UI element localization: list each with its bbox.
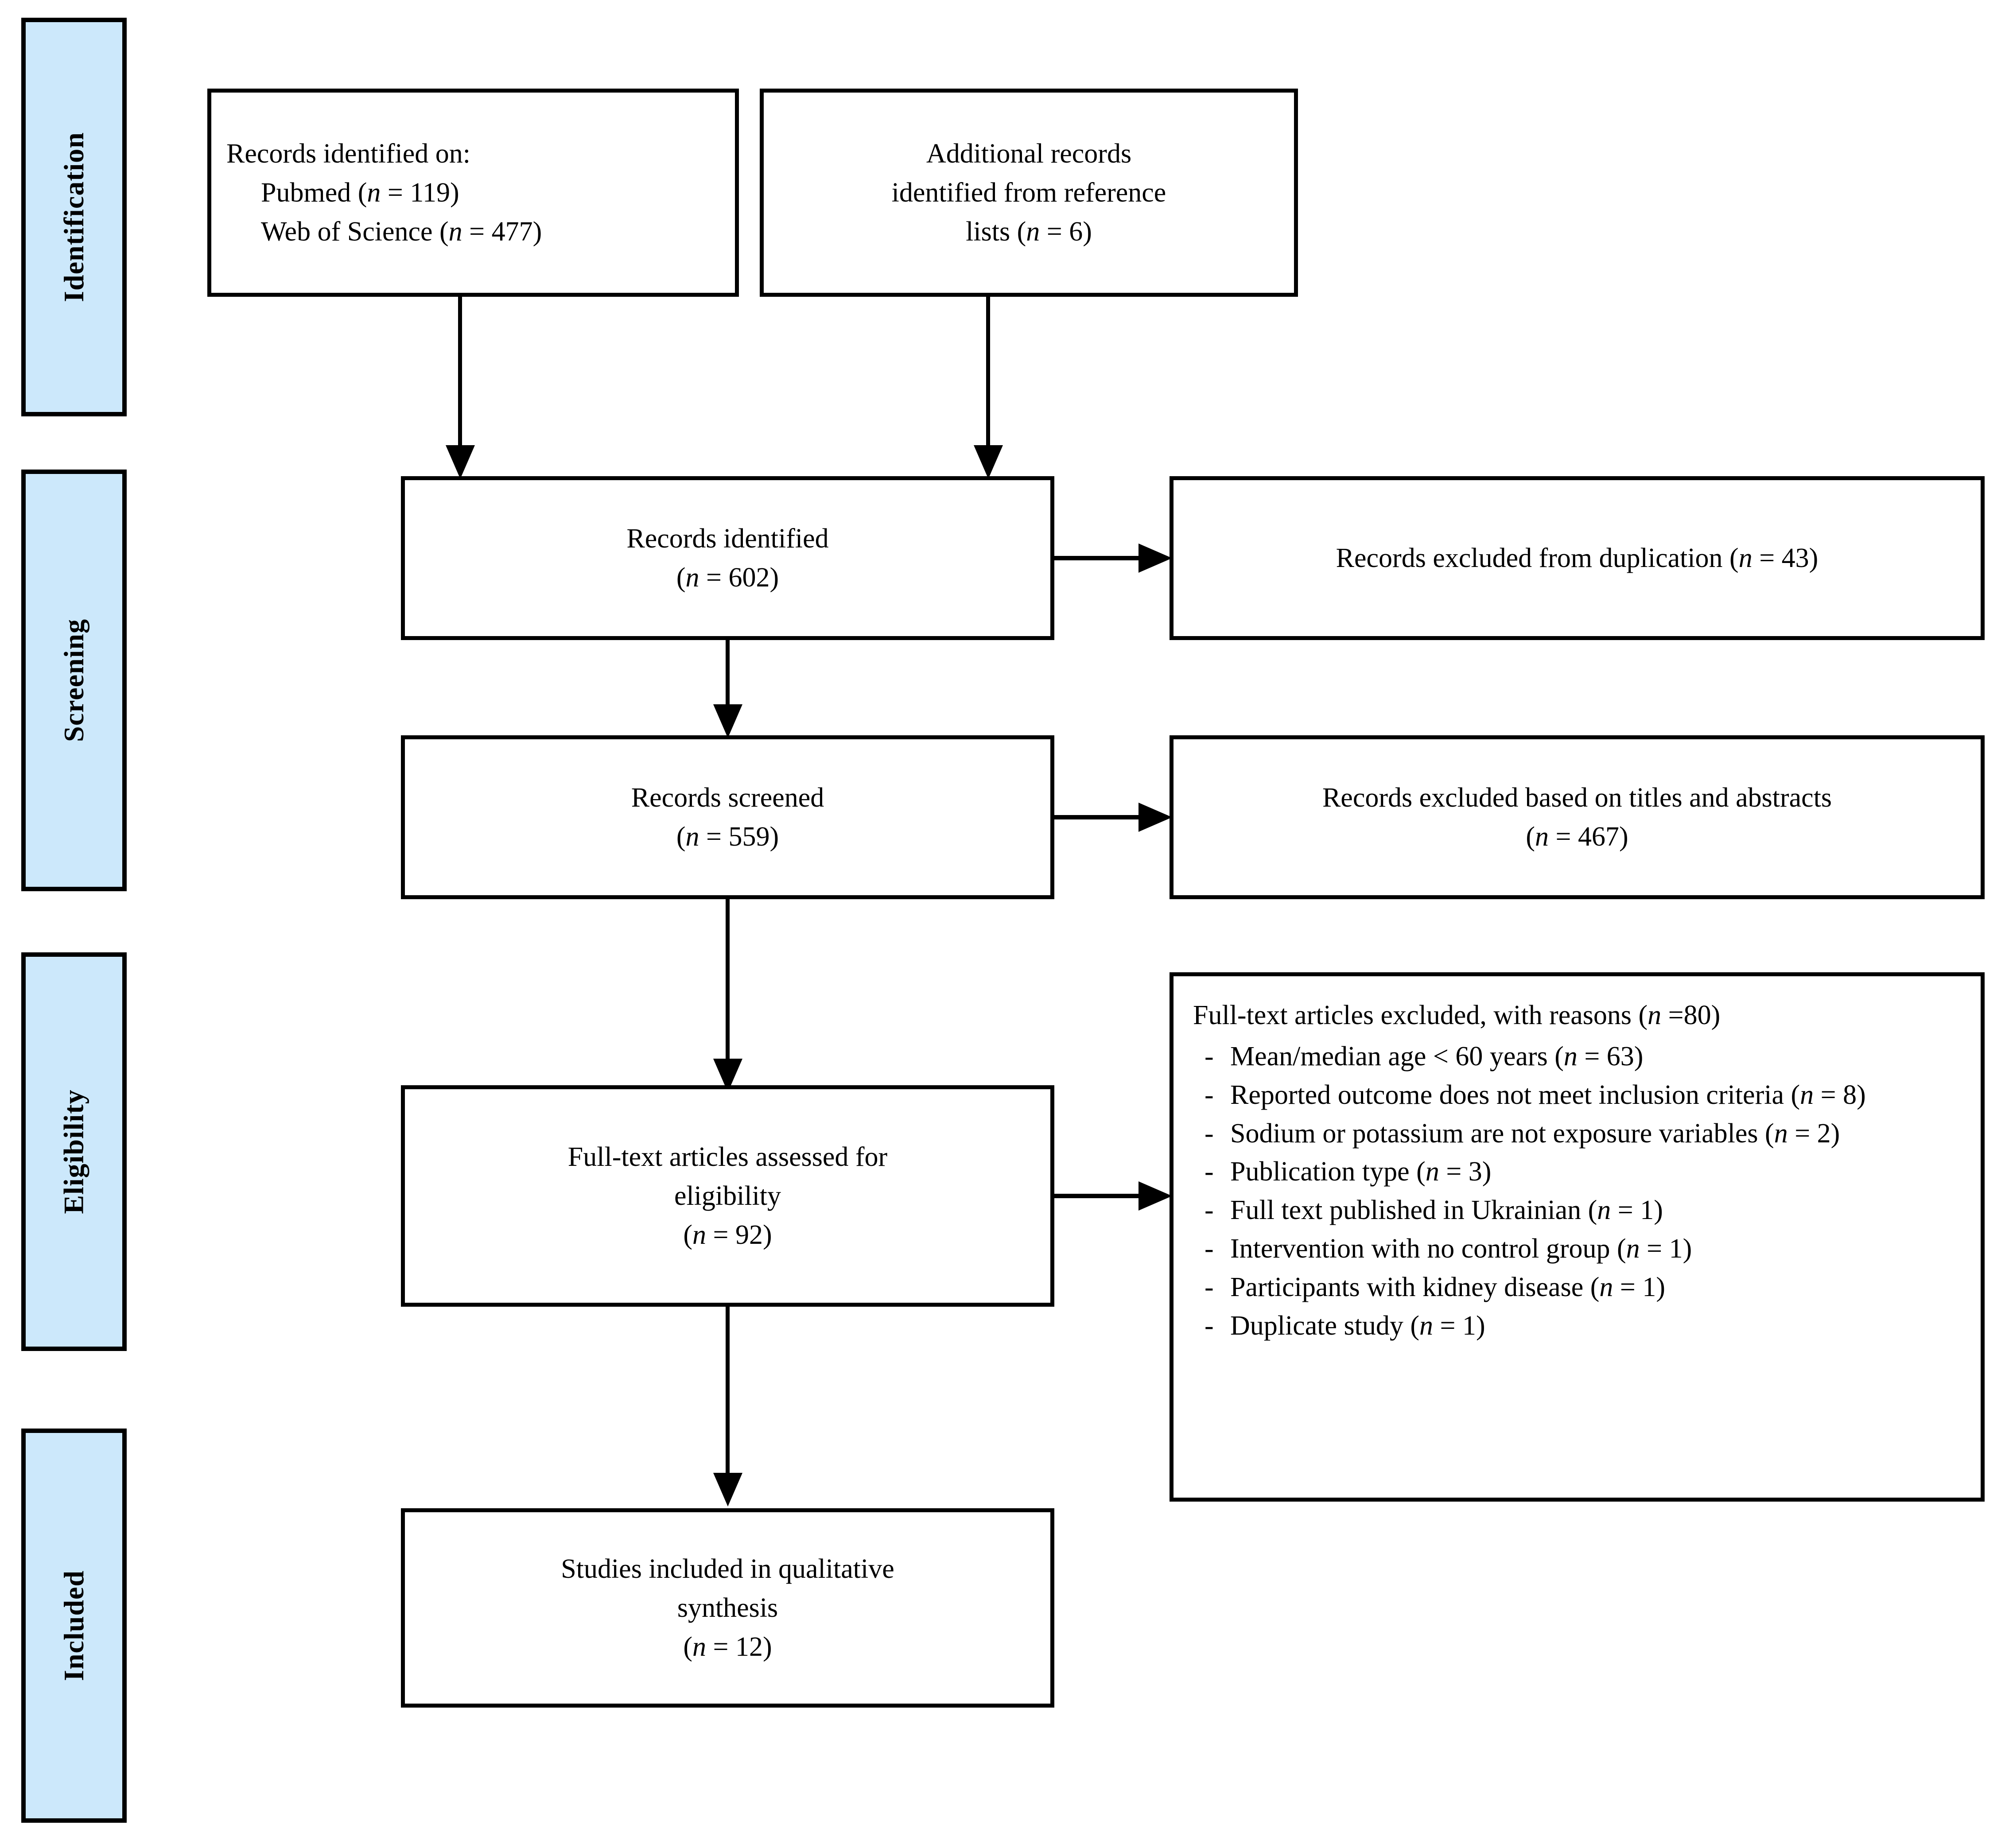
list-item: - Participants with kidney disease (n = … (1193, 1268, 1963, 1307)
node-records-identified-on: Records identified on: Pubmed (n = 119) … (207, 89, 739, 297)
bullet-dash-icon: - (1205, 1041, 1214, 1072)
connector-source2-to-identified (986, 297, 990, 456)
connector-screened-to-fulltext (726, 899, 730, 1070)
list-item: - Publication type (n = 3) (1193, 1153, 1963, 1191)
list-item: - Reported outcome does not meet inclusi… (1193, 1076, 1963, 1114)
records-screened-line1: Records screened (631, 782, 824, 813)
list-item: - Full text published in Ukrainian (n = … (1193, 1191, 1963, 1230)
records-screened-line2: (n = 559) (676, 822, 779, 852)
node-fulltext-excluded: Full-text articles excluded, with reason… (1170, 972, 1985, 1502)
connector-identified-to-screened (726, 640, 730, 715)
node-studies-included: Studies included in qualitative synthesi… (401, 1508, 1054, 1708)
records-identified-on-line3: Web of Science (n = 477) (261, 217, 542, 247)
reason-text: Duplicate study (n = 1) (1230, 1310, 1485, 1341)
stage-label-eligibility: Eligibility (21, 952, 127, 1351)
arrowhead-source1-to-identified (446, 445, 475, 479)
reason-text: Intervention with no control group (n = … (1230, 1234, 1692, 1264)
stage-label-screening: Screening (21, 470, 127, 891)
list-item: - Mean/median age < 60 years (n = 63) (1193, 1037, 1963, 1076)
stage-label-included-text: Included (58, 1570, 89, 1681)
bullet-dash-icon: - (1205, 1310, 1214, 1341)
fulltext-excluded-heading: Full-text articles excluded, with reason… (1193, 1000, 1721, 1030)
connector-identified-to-duplication (1054, 556, 1143, 560)
connector-fulltext-to-excluded (1054, 1194, 1143, 1198)
list-item: - Intervention with no control group (n … (1193, 1230, 1963, 1268)
list-item: - Sodium or potassium are not exposure v… (1193, 1114, 1963, 1153)
stage-label-identification: Identification (21, 18, 127, 416)
fulltext-excluded-reason-list: - Mean/median age < 60 years (n = 63) - … (1193, 1037, 1963, 1345)
fulltext-assessed-line2: eligibility (674, 1180, 781, 1211)
connector-fulltext-to-included (726, 1307, 730, 1484)
studies-included-line3: (n = 12) (683, 1632, 772, 1662)
fulltext-assessed-line3: (n = 92) (683, 1220, 772, 1250)
arrowhead-identified-to-duplication (1138, 544, 1172, 573)
studies-included-line2: synthesis (677, 1592, 778, 1623)
fulltext-assessed-line1: Full-text articles assessed for (567, 1141, 888, 1172)
node-records-screened: Records screened (n = 559) (401, 735, 1054, 899)
bullet-dash-icon: - (1205, 1195, 1214, 1226)
bullet-dash-icon: - (1205, 1234, 1214, 1264)
bullet-dash-icon: - (1205, 1157, 1214, 1187)
node-records-excluded-duplication: Records excluded from duplication (n = 4… (1170, 476, 1985, 640)
records-identified-on-line2: Pubmed (n = 119) (261, 177, 459, 208)
node-additional-records: Additional records identified from refer… (760, 89, 1298, 297)
records-excluded-titles-line2: (n = 467) (1526, 822, 1628, 852)
arrowhead-fulltext-to-included (713, 1473, 742, 1506)
additional-records-line3: lists (n = 6) (966, 217, 1092, 247)
records-identified-line1: Records identified (626, 523, 829, 554)
stage-label-screening-text: Screening (58, 618, 89, 742)
arrowhead-screened-to-titles (1138, 803, 1172, 832)
reason-text: Full text published in Ukrainian (n = 1) (1230, 1195, 1663, 1226)
records-identified-on-line1: Records identified on: (226, 138, 470, 169)
bullet-dash-icon: - (1205, 1118, 1214, 1149)
connector-screened-to-titles (1054, 815, 1143, 819)
bullet-dash-icon: - (1205, 1272, 1214, 1302)
stage-label-identification-text: Identification (58, 132, 89, 302)
connector-source1-to-identified (458, 297, 462, 456)
arrowhead-source2-to-identified (974, 445, 1003, 479)
additional-records-line1: Additional records (926, 138, 1132, 169)
reason-text: Sodium or potassium are not exposure var… (1230, 1118, 1840, 1149)
arrowhead-identified-to-screened (713, 704, 742, 738)
additional-records-line2: identified from reference (891, 177, 1166, 208)
arrowhead-fulltext-to-excluded (1138, 1181, 1172, 1211)
reason-text: Publication type (n = 3) (1230, 1157, 1492, 1187)
reason-text: Participants with kidney disease (n = 1) (1230, 1272, 1665, 1302)
node-records-excluded-titles: Records excluded based on titles and abs… (1170, 735, 1985, 899)
stage-label-included: Included (21, 1429, 127, 1823)
node-fulltext-assessed: Full-text articles assessed for eligibil… (401, 1085, 1054, 1307)
reason-text: Mean/median age < 60 years (n = 63) (1230, 1041, 1644, 1072)
list-item: - Duplicate study (n = 1) (1193, 1307, 1963, 1345)
node-records-identified: Records identified (n = 602) (401, 476, 1054, 640)
records-excluded-titles-line1: Records excluded based on titles and abs… (1322, 782, 1832, 813)
reason-text: Reported outcome does not meet inclusion… (1230, 1079, 1866, 1110)
studies-included-line1: Studies included in qualitative (561, 1553, 894, 1584)
stage-label-eligibility-text: Eligibility (58, 1089, 89, 1214)
records-excluded-duplication-line1: Records excluded from duplication (n = 4… (1336, 543, 1818, 573)
bullet-dash-icon: - (1205, 1079, 1214, 1110)
records-identified-line2: (n = 602) (676, 563, 779, 593)
